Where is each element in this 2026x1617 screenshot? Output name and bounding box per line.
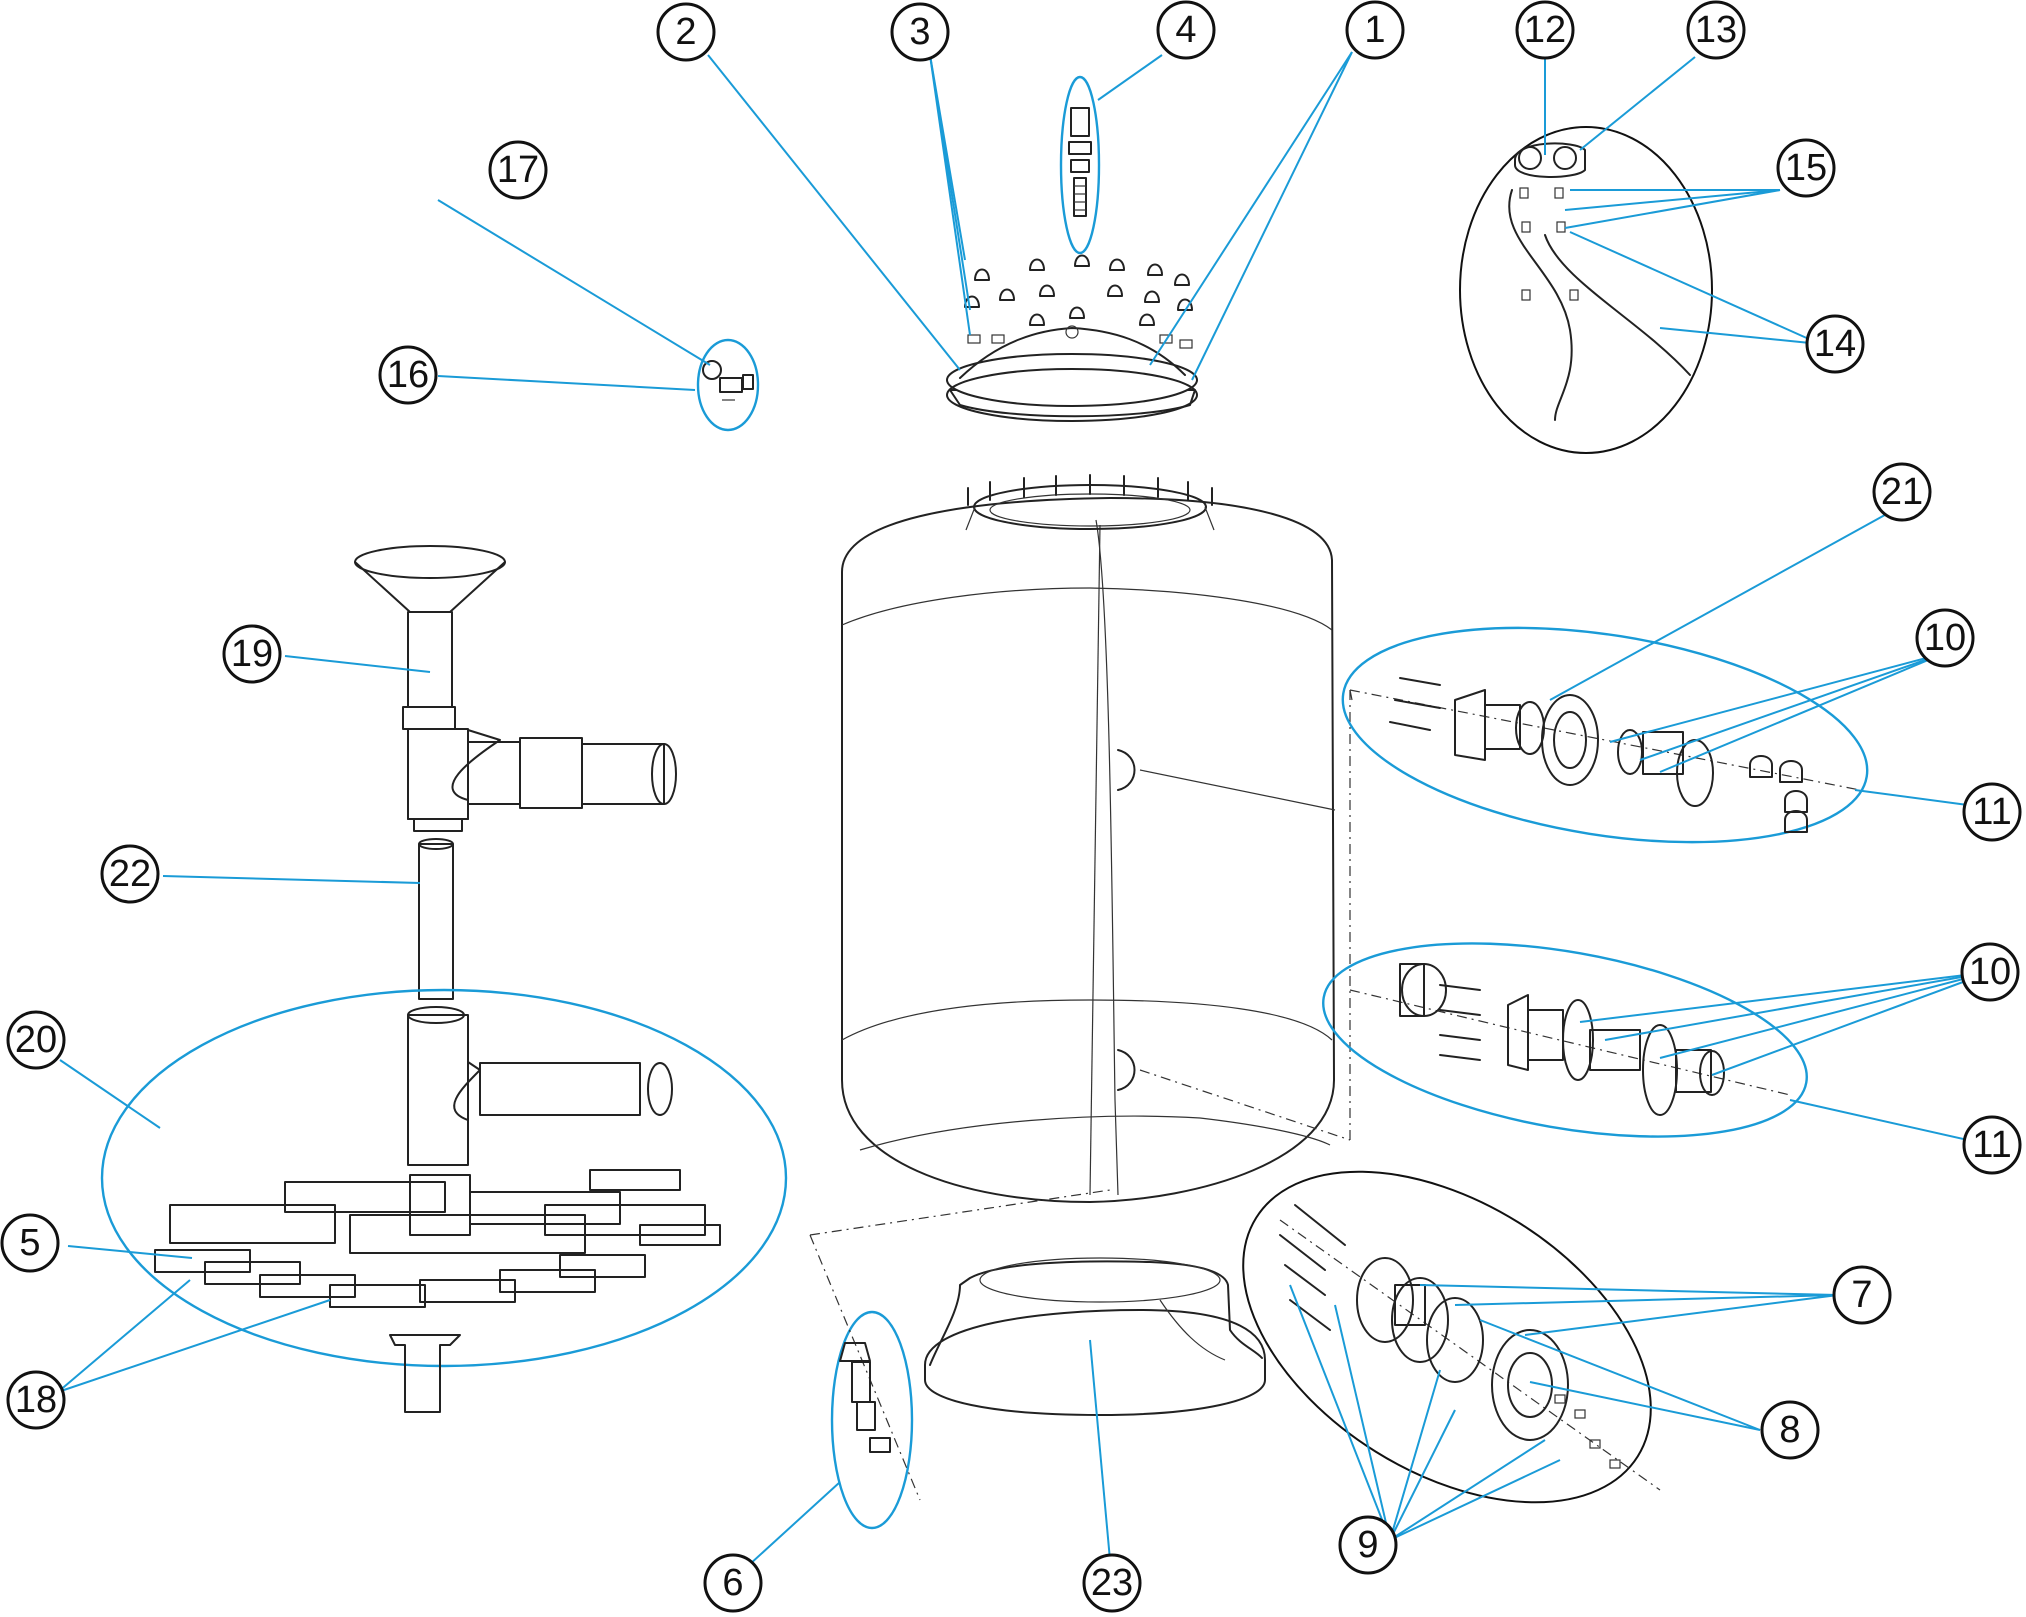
tank-base bbox=[924, 1257, 1266, 1416]
svg-text:5: 5 bbox=[19, 1222, 40, 1264]
svg-text:20: 20 bbox=[15, 1019, 57, 1061]
leader-lines bbox=[57, 51, 2006, 1576]
lid-nuts bbox=[964, 254, 1193, 349]
callout-1: 1 bbox=[1345, 0, 1405, 60]
callout-20: 20 bbox=[6, 1010, 66, 1070]
svg-text:14: 14 bbox=[1814, 323, 1856, 365]
callout-18: 18 bbox=[6, 1370, 66, 1430]
svg-text:13: 13 bbox=[1695, 9, 1737, 51]
drain-valve-group bbox=[696, 338, 760, 432]
svg-text:23: 23 bbox=[1091, 1562, 1133, 1604]
callout-5: 5 bbox=[0, 1213, 60, 1273]
callout-19: 19 bbox=[222, 624, 282, 684]
svg-text:10: 10 bbox=[1969, 951, 2011, 993]
callout-4: 4 bbox=[1156, 0, 1216, 60]
callout-9: 9 bbox=[1338, 1515, 1398, 1575]
lower-union-group bbox=[1322, 942, 1808, 1138]
svg-text:19: 19 bbox=[231, 633, 273, 675]
svg-text:11: 11 bbox=[1972, 1124, 2011, 1166]
base-axis bbox=[809, 1189, 1111, 1236]
svg-text:16: 16 bbox=[387, 354, 429, 396]
callout-17: 17 bbox=[488, 140, 548, 200]
callout-10-lower: 10 bbox=[1960, 942, 2020, 1002]
svg-text:15: 15 bbox=[1785, 147, 1827, 189]
callout-2: 2 bbox=[656, 2, 716, 62]
svg-text:9: 9 bbox=[1357, 1524, 1378, 1566]
laterals bbox=[154, 1169, 721, 1308]
callout-22: 22 bbox=[100, 844, 160, 904]
callout-11-upper: 11 bbox=[1962, 782, 2022, 842]
svg-text:10: 10 bbox=[1924, 617, 1966, 659]
svg-text:1: 1 bbox=[1364, 9, 1385, 51]
svg-text:8: 8 bbox=[1779, 1409, 1800, 1451]
callout-11-lower: 11 bbox=[1962, 1115, 2022, 1175]
svg-text:12: 12 bbox=[1524, 9, 1566, 51]
filter-tank bbox=[841, 474, 1351, 1203]
header-pipe bbox=[354, 545, 677, 832]
svg-text:17: 17 bbox=[497, 149, 539, 191]
lower-flange-group bbox=[1242, 1170, 1661, 1504]
callout-14: 14 bbox=[1805, 314, 1865, 374]
sight-drain-group bbox=[809, 1234, 921, 1530]
callout-10-upper: 10 bbox=[1915, 608, 1975, 668]
connecting-pipe bbox=[418, 838, 454, 1000]
svg-text:11: 11 bbox=[1972, 791, 2011, 833]
svg-text:3: 3 bbox=[909, 11, 930, 53]
air-vent-group bbox=[1059, 75, 1101, 255]
svg-text:6: 6 bbox=[722, 1562, 743, 1604]
svg-text:22: 22 bbox=[109, 853, 151, 895]
callout-12: 12 bbox=[1515, 0, 1575, 60]
callout-21: 21 bbox=[1872, 462, 1932, 522]
callout-8: 8 bbox=[1760, 1400, 1820, 1460]
callout-16: 16 bbox=[378, 345, 438, 405]
callout-6: 6 bbox=[703, 1553, 763, 1613]
svg-text:2: 2 bbox=[675, 11, 696, 53]
svg-text:18: 18 bbox=[15, 1379, 57, 1421]
callout-23: 23 bbox=[1082, 1553, 1142, 1613]
callout-13: 13 bbox=[1686, 0, 1746, 60]
upper-union-group bbox=[1341, 626, 1869, 844]
svg-text:4: 4 bbox=[1175, 9, 1196, 51]
pressure-gauge-group bbox=[1459, 126, 1713, 454]
upper-port-leader bbox=[1349, 689, 1353, 701]
lid-assembly bbox=[946, 254, 1198, 422]
tank-studs bbox=[967, 474, 1213, 506]
svg-text:7: 7 bbox=[1851, 1274, 1872, 1316]
callout-7: 7 bbox=[1832, 1265, 1892, 1325]
lateral-assembly-group bbox=[100, 988, 788, 1413]
callout-15: 15 bbox=[1776, 138, 1836, 198]
svg-text:21: 21 bbox=[1881, 471, 1923, 513]
callout-3: 3 bbox=[890, 2, 950, 62]
